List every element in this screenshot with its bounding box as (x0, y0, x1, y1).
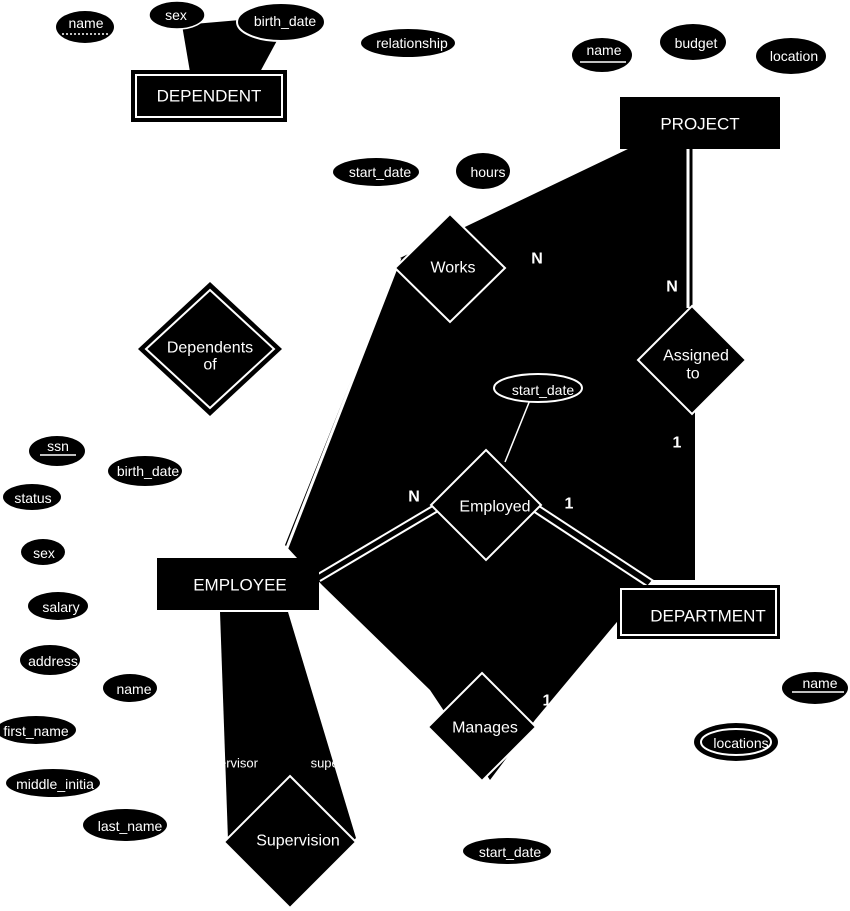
attr-employee-status-label: status (14, 490, 51, 506)
attr-manages-start-date: start_date (463, 838, 551, 864)
attr-employed-start-date-label: start_date (512, 382, 574, 398)
attr-dependent-relationship: relationship (361, 29, 455, 57)
line-employee-employed-b (319, 510, 439, 582)
relationship-manages: Manages (426, 671, 538, 783)
attr-employee-address-label: address (28, 653, 78, 669)
attr-manages-start-date-label: start_date (479, 844, 541, 860)
attr-employee-name: name (103, 674, 157, 702)
entity-dependent: DEPENDENT (131, 70, 287, 122)
attr-project-name: name (572, 38, 632, 72)
attr-employee-ssn-label: ssn (47, 438, 69, 454)
attr-employee-status: status (3, 484, 61, 510)
cardinality-manages-department: 1 (543, 693, 552, 710)
attr-employee-salary: salary (28, 592, 88, 620)
attr-employee-sex-label: sex (33, 545, 55, 561)
attr-department-name-label: name (802, 675, 837, 691)
line-employed-startdate (504, 399, 531, 463)
relationship-works-label: Works (430, 260, 475, 277)
attr-project-location: location (756, 38, 826, 74)
relationship-assigned-to-label-2: to (686, 366, 699, 383)
attr-dependent-birth-date-label: birth_date (254, 13, 316, 29)
attr-project-budget-label: budget (675, 35, 718, 51)
attr-dependent-name-label: name (68, 15, 103, 31)
role-supervisee: supervisee (311, 756, 374, 771)
attr-employee-name-label: name (116, 681, 151, 697)
entity-project-label: PROJECT (660, 115, 739, 134)
entity-department-label: DEPARTMENT (650, 607, 766, 626)
entity-dependent-label: DEPENDENT (157, 87, 262, 106)
attr-dependent-relationship-label: relationship (376, 35, 448, 51)
relationship-dependents-of-label-1: Dependents (167, 340, 253, 357)
line-employed-department-b (532, 510, 651, 589)
entity-project: PROJECT (620, 97, 780, 149)
attr-employee-birth-date-label: birth_date (117, 463, 179, 479)
relationship-supervision: Supervision (222, 774, 358, 910)
attr-dependent-sex: sex (148, 0, 206, 30)
attr-employee-first-name: first_name (0, 716, 76, 744)
entity-department: DEPARTMENT (617, 585, 780, 639)
attr-dependent-name: name (56, 11, 114, 43)
relationship-dependents-of-label-2: of (203, 357, 217, 374)
attr-project-name-label: name (586, 42, 621, 58)
relationship-dependents-of: Dependents of (138, 282, 282, 416)
relationship-employed-label: Employed (459, 499, 530, 516)
line-employee-employed-a (317, 503, 437, 575)
attr-department-name: name (782, 672, 848, 704)
relationship-works: Works (393, 212, 507, 324)
attr-employee-last-name-label: last_name (98, 818, 163, 834)
cardinality-assigned-project: N (666, 279, 678, 296)
attr-employee-first-name-label: first_name (3, 723, 69, 739)
entity-employee: EMPLOYEE (157, 558, 319, 610)
attr-employed-start-date: start_date (493, 373, 583, 403)
attr-works-hours: hours (456, 153, 510, 189)
cardinality-employed-department: 1 (565, 496, 574, 513)
attr-employee-middle-initial: middle_initia (6, 769, 100, 797)
entity-employee-label: EMPLOYEE (193, 576, 287, 595)
attr-employee-salary-label: salary (42, 599, 79, 615)
cardinality-works-project: N (531, 251, 543, 268)
attr-project-location-label: location (770, 48, 818, 64)
attr-employee-birth-date: birth_date (108, 456, 182, 486)
relationship-assigned-to-label-1: Assigned (663, 348, 729, 365)
attr-employee-last-name: last_name (83, 809, 167, 841)
attr-works-hours-label: hours (470, 164, 505, 180)
attr-project-budget: budget (660, 24, 726, 60)
attr-employee-ssn: ssn (29, 436, 85, 466)
attr-employee-sex: sex (21, 539, 65, 565)
attr-dependent-birth-date: birth_date (236, 2, 326, 42)
attr-employee-address: address (20, 645, 80, 675)
relationship-assigned-to: Assigned to (636, 304, 748, 416)
attr-department-locations: locations (694, 723, 778, 761)
cardinality-assigned-department: 1 (673, 435, 682, 452)
relationship-supervision-label: Supervision (256, 833, 340, 850)
relationship-employed: Employed (429, 448, 543, 562)
cardinality-manages-employee: 1 (416, 693, 425, 710)
line-employee-works (281, 257, 402, 559)
cardinality-employed-employee: N (408, 489, 420, 506)
connector-lines (204, 122, 696, 589)
attr-works-start-date: start_date (333, 158, 419, 186)
attr-dependent-sex-label: sex (165, 7, 187, 23)
attr-works-start-date-label: start_date (349, 164, 411, 180)
role-supervisor: supervisor (198, 756, 259, 771)
line-employed-department-a (535, 503, 656, 583)
attr-department-locations-label: locations (713, 735, 768, 751)
relationship-manages-label: Manages (452, 720, 518, 737)
attr-employee-middle-initial-label: middle_initia (16, 776, 94, 792)
